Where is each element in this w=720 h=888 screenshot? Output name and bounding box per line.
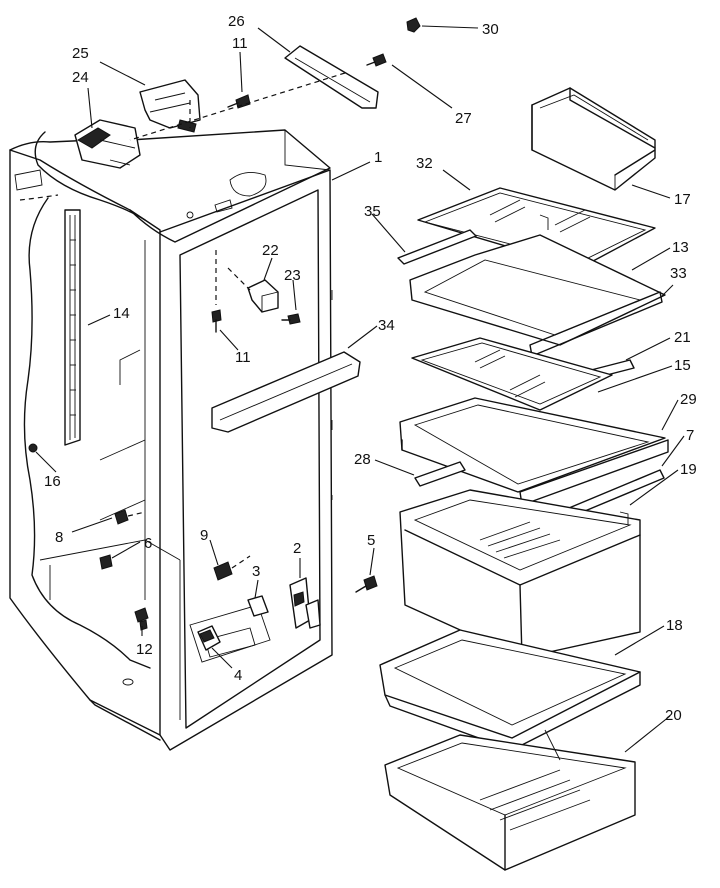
bracket-part-25 xyxy=(139,79,201,133)
callout-label-c25: 25 xyxy=(72,45,89,62)
shelf-rail-part-14 xyxy=(64,209,81,446)
screw-part-11-mid xyxy=(211,250,222,333)
pan-cover-part-18 xyxy=(379,629,641,751)
callout-label-c32: 32 xyxy=(416,155,433,172)
callout-label-c29: 29 xyxy=(680,391,697,408)
screw-part-5 xyxy=(355,575,378,593)
callout-label-c30: 30 xyxy=(482,21,499,38)
callout-label-c19: 19 xyxy=(680,461,697,478)
shelf-frame-part-13 xyxy=(409,214,666,357)
bracket-part-3 xyxy=(247,595,269,617)
clip-part-8 xyxy=(114,509,146,525)
callout-label-c7: 7 xyxy=(686,427,694,444)
callout-label-c14: 14 xyxy=(113,305,130,322)
callout-label-c11b: 11 xyxy=(235,349,251,366)
callout-label-c17: 17 xyxy=(674,191,691,208)
callout-label-c21: 21 xyxy=(674,329,691,346)
pad-part-4 xyxy=(197,625,221,651)
callout-label-c22: 22 xyxy=(262,242,279,259)
callout-label-c27: 27 xyxy=(455,110,472,127)
callout-label-c26: 26 xyxy=(228,13,245,30)
callout-label-c34: 34 xyxy=(378,317,395,334)
crisper-drawer-part-19 xyxy=(399,489,641,659)
glass-shelf-part-15 xyxy=(411,337,613,411)
bracket-part-22 xyxy=(227,267,279,313)
trim-strip-part-26 xyxy=(284,45,379,109)
screw-part-16 xyxy=(28,443,38,453)
leader-lines xyxy=(35,25,685,753)
callout-label-c20: 20 xyxy=(665,707,682,724)
callout-label-c9: 9 xyxy=(200,527,208,544)
callout-label-c28: 28 xyxy=(354,451,371,468)
cover-support-part-28 xyxy=(414,461,466,487)
control-housing-part-24 xyxy=(74,119,141,169)
callout-label-c2: 2 xyxy=(293,540,301,557)
callout-label-c8: 8 xyxy=(55,529,63,546)
callout-label-c3: 3 xyxy=(252,563,260,580)
storage-bin-part-17 xyxy=(531,87,656,191)
callout-label-c24: 24 xyxy=(72,69,89,86)
callout-label-c15: 15 xyxy=(674,357,691,374)
connector-part-9 xyxy=(213,555,251,581)
callout-label-c16: 16 xyxy=(44,473,61,490)
callout-label-c18: 18 xyxy=(666,617,683,634)
callout-label-c35: 35 xyxy=(364,203,381,220)
cabinet-liner xyxy=(9,129,333,751)
screw-part-11-top xyxy=(227,94,251,109)
shelf-support-part-34 xyxy=(211,351,361,433)
callout-label-c11a: 11 xyxy=(232,35,248,52)
screw-part-27 xyxy=(366,53,387,67)
trim-part-35 xyxy=(397,229,477,265)
callout-label-c23: 23 xyxy=(284,267,301,284)
screw-part-23 xyxy=(281,313,301,325)
callout-label-c33: 33 xyxy=(670,265,687,282)
callout-label-c13: 13 xyxy=(672,239,689,256)
callout-label-c12: 12 xyxy=(136,641,153,658)
callout-label-c1: 1 xyxy=(374,149,382,166)
callout-label-c5: 5 xyxy=(367,532,375,549)
meat-pan-part-20 xyxy=(384,729,636,871)
callout-label-c4: 4 xyxy=(234,667,242,684)
bracket-part-2 xyxy=(289,577,321,629)
clip-part-30 xyxy=(406,17,421,33)
callout-label-c6: 6 xyxy=(144,535,152,552)
clip-part-6 xyxy=(99,554,113,570)
